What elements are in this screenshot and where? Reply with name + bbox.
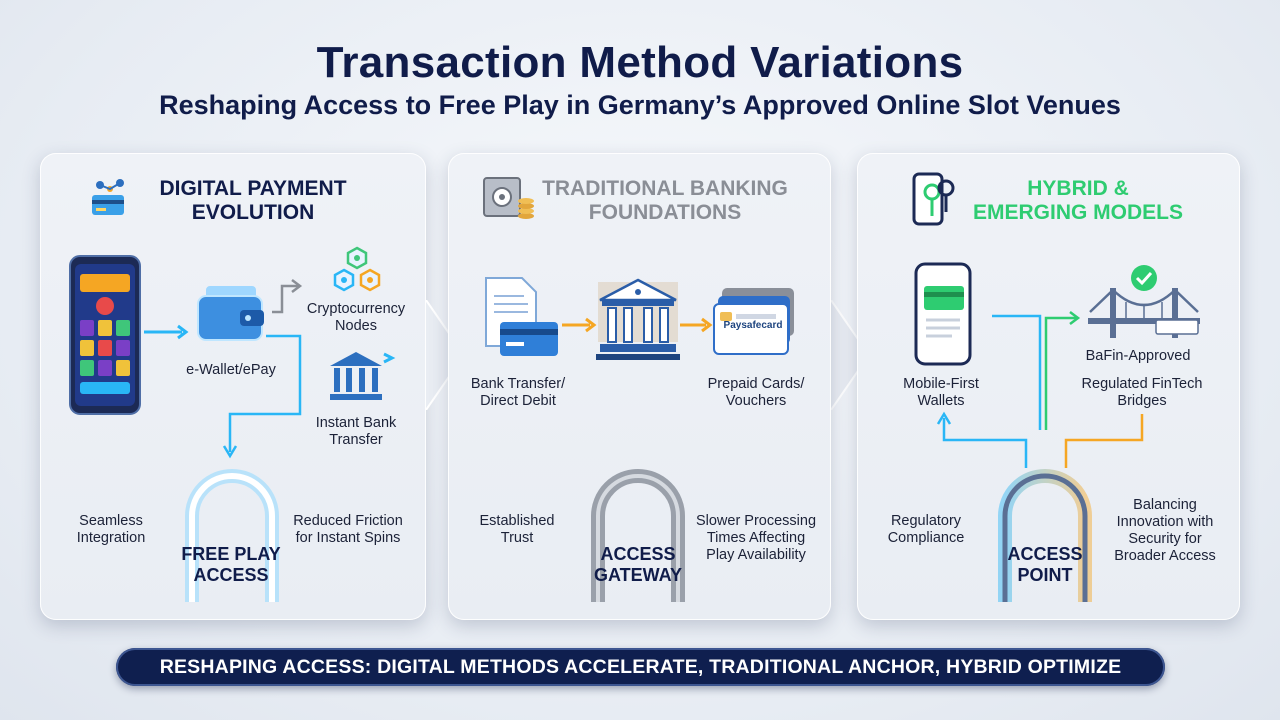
digital-payment-icon [92, 179, 124, 215]
free-play-access-label: FREE PLAY ACCESS [172, 544, 290, 586]
mobile-wallet-label-line2: Wallets [917, 393, 965, 409]
hybrid-right-label-line2: Innovation with [1116, 514, 1214, 530]
prepaid-label-line1: Prepaid Cards/ [707, 376, 805, 392]
mobile-wallet-label-line1: Mobile-First [903, 376, 979, 392]
free-play-access-line2: ACCESS [193, 565, 269, 585]
digital-left-label-line1: Seamless [79, 513, 143, 529]
traditional-left-label-line2: Trust [500, 530, 534, 546]
access-gateway-label: ACCESS GATEWAY [578, 544, 698, 586]
summary-banner: RESHAPING ACCESS: DIGITAL METHODS ACCELE… [116, 648, 1165, 686]
panel-hybrid-title-line2: EMERGING MODELS [972, 201, 1183, 224]
panel-traditional-title-line2: FOUNDATIONS [588, 201, 742, 224]
hybrid-right-label-line3: Security for [1128, 531, 1202, 547]
traditional-right-label-line2: Times Affecting [706, 530, 806, 546]
traditional-right-label-line1: Slower Processing [695, 513, 817, 529]
phone-keys-icon [912, 172, 955, 226]
bank-building-icon [596, 278, 680, 360]
prepaid-label-line2: Vouchers [725, 393, 787, 409]
chevron-right-icon [425, 300, 464, 410]
prepaid-cards-icon [713, 288, 794, 355]
crypto-label-line2: Nodes [335, 318, 377, 334]
panel-digital-title-line1: DIGITAL PAYMENT [159, 177, 347, 200]
free-play-access-line1: FREE PLAY [181, 544, 281, 564]
hybrid-left-label-line1: Regulatory [890, 513, 962, 529]
hybrid-left-label-line2: Compliance [887, 530, 965, 546]
instant-bank-label-line2: Transfer [329, 432, 383, 448]
traditional-left-label: Established Trust [464, 513, 570, 547]
instant-bank-label-line1: Instant Bank [315, 415, 397, 431]
access-point-line2: POINT [1017, 565, 1073, 585]
access-point-arch-icon [998, 469, 1092, 602]
digital-left-label-line2: Integration [76, 530, 146, 546]
access-gateway-arch-icon [591, 469, 685, 602]
traditional-right-label: Slower Processing Times Affecting Play A… [690, 513, 822, 564]
prepaid-label: Prepaid Cards/ Vouchers [696, 376, 816, 410]
panel-digital-title-line2: EVOLUTION [191, 201, 315, 224]
traditional-left-label-line1: Established [479, 513, 555, 529]
panel-digital-title: DIGITAL PAYMENT EVOLUTION [138, 177, 368, 225]
bank-transfer-label-line2: Direct Debit [480, 393, 556, 409]
panel-traditional-banking [448, 153, 831, 620]
access-gateway-line1: ACCESS [600, 544, 676, 564]
panel-hybrid-title-line1: HYBRID & [1027, 177, 1129, 200]
crypto-label: Cryptocurrency Nodes [296, 301, 416, 335]
digital-left-label: Seamless Integration [56, 513, 166, 547]
cryptocurrency-icon [333, 246, 381, 292]
crypto-label-line1: Cryptocurrency [306, 301, 406, 317]
instant-bank-label: Instant Bank Transfer [298, 415, 414, 449]
bafin-label: BaFin-Approved [1085, 348, 1191, 364]
hybrid-right-label: Balancing Innovation with Security for B… [1106, 497, 1224, 565]
hybrid-left-label: Regulatory Compliance [878, 513, 974, 547]
instant-bank-icon [330, 352, 396, 400]
fintech-label-line2: Bridges [1117, 393, 1167, 409]
bank-transfer-label-line1: Bank Transfer/ [470, 376, 566, 392]
page-subtitle: Reshaping Access to Free Play in Germany… [159, 90, 1121, 120]
mobile-wallet-label: Mobile-First Wallets [886, 376, 996, 410]
paysafecard-text: Paysafecard [723, 320, 783, 331]
digital-right-label-line2: for Instant Spins [295, 530, 401, 546]
access-point-line1: ACCESS [1007, 544, 1083, 564]
page-title: Transaction Method Variations [316, 38, 964, 87]
bank-transfer-label: Bank Transfer/ Direct Debit [460, 376, 576, 410]
traditional-right-label-line3: Play Availability [706, 547, 806, 563]
chevron-right-icon [830, 300, 869, 410]
ewallet-icon [197, 286, 264, 341]
hybrid-right-label-line4: Broader Access [1114, 548, 1216, 564]
bank-transfer-document-icon [485, 277, 558, 356]
panel-traditional-title: TRADITIONAL BANKING FOUNDATIONS [530, 177, 800, 225]
fintech-bridge-icon [1088, 265, 1200, 338]
vault-coins-icon [483, 177, 534, 219]
smartphone-slot-icon [69, 255, 141, 415]
digital-right-label-line1: Reduced Friction [293, 513, 403, 529]
free-play-arch-icon [185, 469, 279, 602]
mobile-wallet-icon [914, 262, 972, 366]
fintech-label-line1: Regulated FinTech [1081, 376, 1203, 392]
hybrid-right-label-line1: Balancing [1133, 497, 1197, 513]
access-point-label: ACCESS POINT [985, 544, 1105, 586]
digital-right-label: Reduced Friction for Instant Spins [286, 513, 410, 547]
access-gateway-line2: GATEWAY [593, 565, 682, 585]
panel-hybrid-title: HYBRID & EMERGING MODELS [960, 177, 1196, 225]
fintech-label: Regulated FinTech Bridges [1074, 376, 1210, 410]
ewallet-label: e-Wallet/ePay [186, 362, 276, 378]
panel-traditional-title-line1: TRADITIONAL BANKING [542, 177, 788, 200]
